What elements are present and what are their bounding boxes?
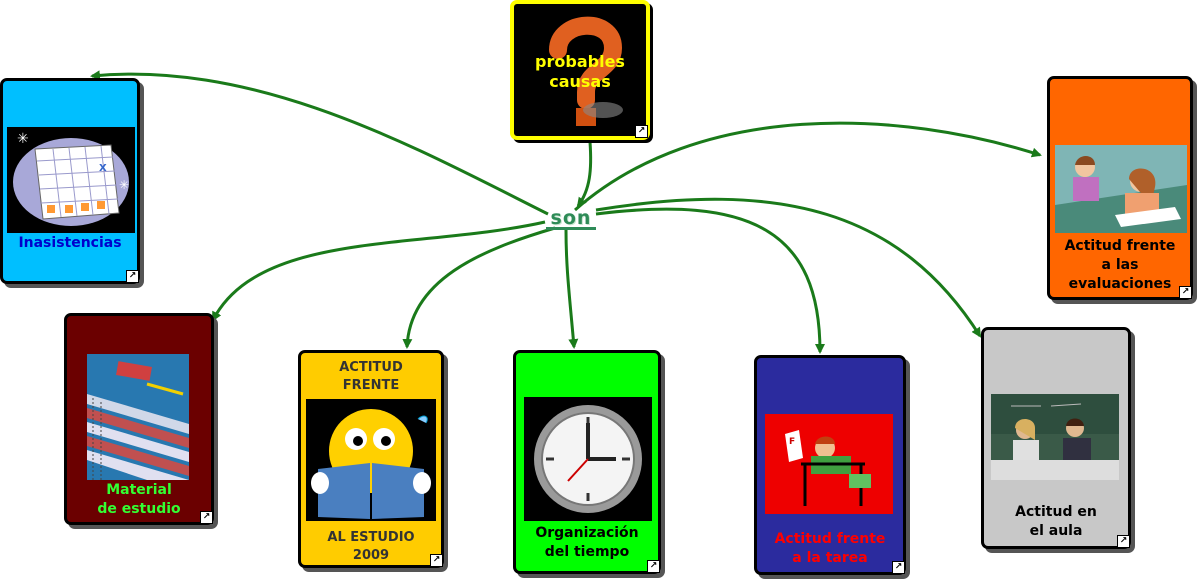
- node-label-top2: FRENTE: [342, 378, 400, 393]
- notebooks-icon: [87, 354, 189, 480]
- tired-student-icon: F: [765, 414, 893, 514]
- link-icon[interactable]: ↗: [1179, 286, 1192, 299]
- node-label-line2: a las: [1101, 257, 1139, 273]
- node-label-line1: Material: [106, 482, 172, 498]
- link-icon[interactable]: ↗: [430, 554, 443, 567]
- link-son-tarea: [595, 207, 825, 354]
- connector-son[interactable]: son: [546, 208, 596, 230]
- node-label: Inasistencias: [18, 235, 122, 251]
- link-son-tiempo: [564, 229, 579, 349]
- node-label-line1: Actitud frente: [1064, 238, 1176, 254]
- svg-text:X: X: [99, 163, 107, 174]
- link-son-evaluaciones: [574, 121, 1042, 212]
- link-son-aula: [595, 197, 982, 338]
- question-mark-icon: [528, 10, 638, 134]
- calendar-icon: X ✳ ✳: [7, 127, 135, 233]
- node-actitud-tarea[interactable]: F Actitud frente a la tarea ↗: [754, 355, 906, 575]
- node-label-line1: Organización: [535, 525, 639, 541]
- node-label-line2: del tiempo: [544, 544, 630, 560]
- node-actitud-aula[interactable]: Actitud en el aula ↗: [981, 327, 1131, 549]
- clock-icon: [524, 397, 652, 521]
- svg-text:✳: ✳: [17, 131, 29, 147]
- node-label-bot1: AL ESTUDIO: [327, 530, 415, 545]
- students-exam-icon: [1055, 145, 1187, 233]
- node-actitud-estudio[interactable]: ACTITUD FRENTE AL ESTUDIO 2009 ↗: [298, 350, 444, 568]
- link-icon[interactable]: ↗: [1117, 535, 1130, 548]
- node-organizacion-tiempo[interactable]: Organización del tiempo ↗: [513, 350, 661, 574]
- node-label-line2: el aula: [1029, 523, 1083, 539]
- link-son-inasistencias: [90, 70, 549, 216]
- link-son-material: [211, 220, 546, 322]
- node-label-line3: evaluaciones: [1068, 276, 1172, 292]
- node-label-bot2: 2009: [352, 548, 390, 563]
- link-son-estudio: [402, 226, 556, 349]
- node-label-line1: Actitud en: [1015, 504, 1097, 520]
- node-label-top1: ACTITUD: [339, 360, 403, 375]
- classroom-photo-icon: [991, 394, 1119, 480]
- node-label-line1: Actitud frente: [774, 531, 886, 547]
- link-icon[interactable]: ↗: [635, 125, 648, 138]
- link-icon[interactable]: ↗: [126, 270, 139, 283]
- link-icon[interactable]: ↗: [647, 560, 660, 573]
- node-probables-causas[interactable]: probables causas ↗: [510, 0, 650, 140]
- svg-text:✳: ✳: [119, 178, 129, 192]
- link-icon[interactable]: ↗: [892, 561, 905, 574]
- node-actitud-evaluaciones[interactable]: Actitud frente a las evaluaciones ↗: [1047, 76, 1193, 300]
- node-inasistencias[interactable]: X ✳ ✳ Inasistencias ↗: [0, 78, 140, 284]
- node-label-line2: de estudio: [97, 501, 181, 517]
- node-label-line2: a la tarea: [792, 550, 868, 566]
- node-label-line1: probables: [535, 52, 625, 71]
- node-material-estudio[interactable]: Material de estudio ↗: [64, 313, 214, 525]
- link-icon[interactable]: ↗: [200, 511, 213, 524]
- svg-text:F: F: [789, 437, 795, 447]
- reading-smiley-icon: [306, 399, 436, 521]
- link-causas-son: [576, 141, 593, 208]
- node-label-line2: causas: [549, 72, 611, 91]
